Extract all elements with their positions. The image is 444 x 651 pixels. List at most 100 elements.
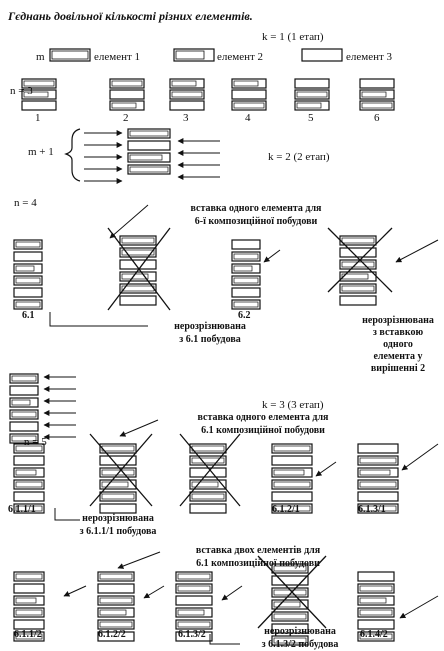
element-row [97, 607, 135, 618]
element-row [357, 491, 399, 502]
element-row [13, 287, 43, 298]
perm-number-2: 2 [123, 112, 129, 124]
element-row [175, 631, 213, 642]
stage3-label-6-1-3-2: 6.1.3/2 [178, 629, 206, 640]
pointer-arrow [143, 585, 165, 599]
element-row [21, 100, 57, 111]
stage3-insert2-note-line1: вставка двох елементів для [196, 545, 321, 556]
element-row [13, 607, 45, 618]
element-row [231, 239, 261, 250]
pointer-arrow [263, 249, 281, 263]
cross-out-mark [327, 227, 393, 293]
element-row [169, 89, 205, 100]
cross-out-mark [107, 227, 171, 311]
stage3-label-6-1-4-2: 6.1.4/2 [360, 629, 388, 640]
stage3-note-pointer [119, 419, 159, 437]
element-row [357, 583, 395, 594]
element-row [339, 283, 377, 294]
element-row [13, 619, 45, 630]
element-row [339, 235, 377, 246]
pointer-arrow [221, 585, 243, 601]
element-row [189, 503, 227, 514]
element-stack [109, 78, 145, 111]
element-row [271, 455, 313, 466]
element-row [99, 479, 137, 490]
stage2-indist2-note-line1: нерозрізнювана [362, 315, 434, 326]
element-row [9, 421, 39, 432]
element-row [13, 455, 45, 466]
stage2-indist2-note-line4: елемента у [373, 351, 422, 362]
stage2-indist-note-line1: нерозрізнювана [174, 321, 246, 332]
element-row [13, 503, 45, 514]
element-row [99, 491, 137, 502]
stage2-m-label: m + 1 [28, 146, 54, 158]
element-row [97, 571, 135, 582]
element-row [175, 583, 213, 594]
stage2-insert-note-line2: 6-ї композиційної побудови [195, 216, 318, 227]
stage3-indist-note-line2: з 6.1.1/1 побудова [80, 526, 157, 537]
element-row [119, 295, 157, 306]
element-row [9, 433, 39, 444]
cross-out-mark [179, 433, 241, 507]
pointer-arrow [399, 595, 439, 619]
element-row [109, 78, 145, 89]
pointer-arrow [315, 461, 337, 477]
element-row [271, 503, 313, 514]
element-stack [294, 78, 330, 111]
element-row [357, 479, 399, 490]
element-row [359, 89, 395, 100]
stage3-label-6-1-2-2: 6.1.2/2 [98, 629, 126, 640]
element-row [175, 595, 213, 606]
element-2-sample [173, 48, 215, 62]
element-3-label: елемент 3 [346, 51, 393, 63]
pointer-arrow [63, 585, 87, 597]
element-row [359, 100, 395, 111]
element-stack [21, 78, 57, 111]
element-row [271, 491, 313, 502]
element-row [21, 89, 57, 100]
element-row [13, 251, 43, 262]
cross-out-mark [89, 433, 153, 507]
element-row [13, 491, 45, 502]
element-row [119, 271, 157, 282]
element-row [189, 479, 227, 490]
element-row [99, 455, 137, 466]
stage3-insert-note-line2: 6.1 композиційної побудови [201, 425, 325, 436]
element-row [357, 595, 395, 606]
element-stack [359, 78, 395, 111]
element-row [357, 503, 399, 514]
stage2-title: k = 2 (2 етап) [268, 151, 330, 163]
element-row [127, 152, 171, 163]
element-row [357, 607, 395, 618]
element-row [231, 299, 261, 310]
pointer-arrow [395, 239, 439, 263]
stage2-brace [64, 128, 81, 182]
element-1-sample [49, 48, 91, 62]
element-row [109, 89, 145, 100]
element-row [127, 128, 171, 139]
stage3-stacks [13, 433, 439, 514]
stage3-label-6-1-1-1: 6.1.1/1 [8, 504, 36, 515]
element-row [99, 467, 137, 478]
element-row [119, 247, 157, 258]
element-row [294, 78, 330, 89]
element-row [119, 259, 157, 270]
element-row [189, 491, 227, 502]
element-row [9, 409, 39, 420]
element-row [294, 89, 330, 100]
element-row [357, 619, 395, 630]
element-row [271, 635, 309, 646]
element-stack [357, 571, 395, 642]
element-row [231, 78, 267, 89]
stage1-m-label: m [36, 51, 45, 63]
element-row [271, 563, 309, 574]
element-row [231, 100, 267, 111]
stage3-note2-pointer [117, 551, 161, 569]
stage3-n-label: n = 5 [24, 436, 47, 448]
element-row [9, 373, 39, 384]
element-row [189, 455, 227, 466]
stage3-label-6-1-3-1: 6.1.3/1 [358, 504, 386, 515]
stage1-permutation-stacks [21, 78, 395, 111]
element-row [359, 78, 395, 89]
